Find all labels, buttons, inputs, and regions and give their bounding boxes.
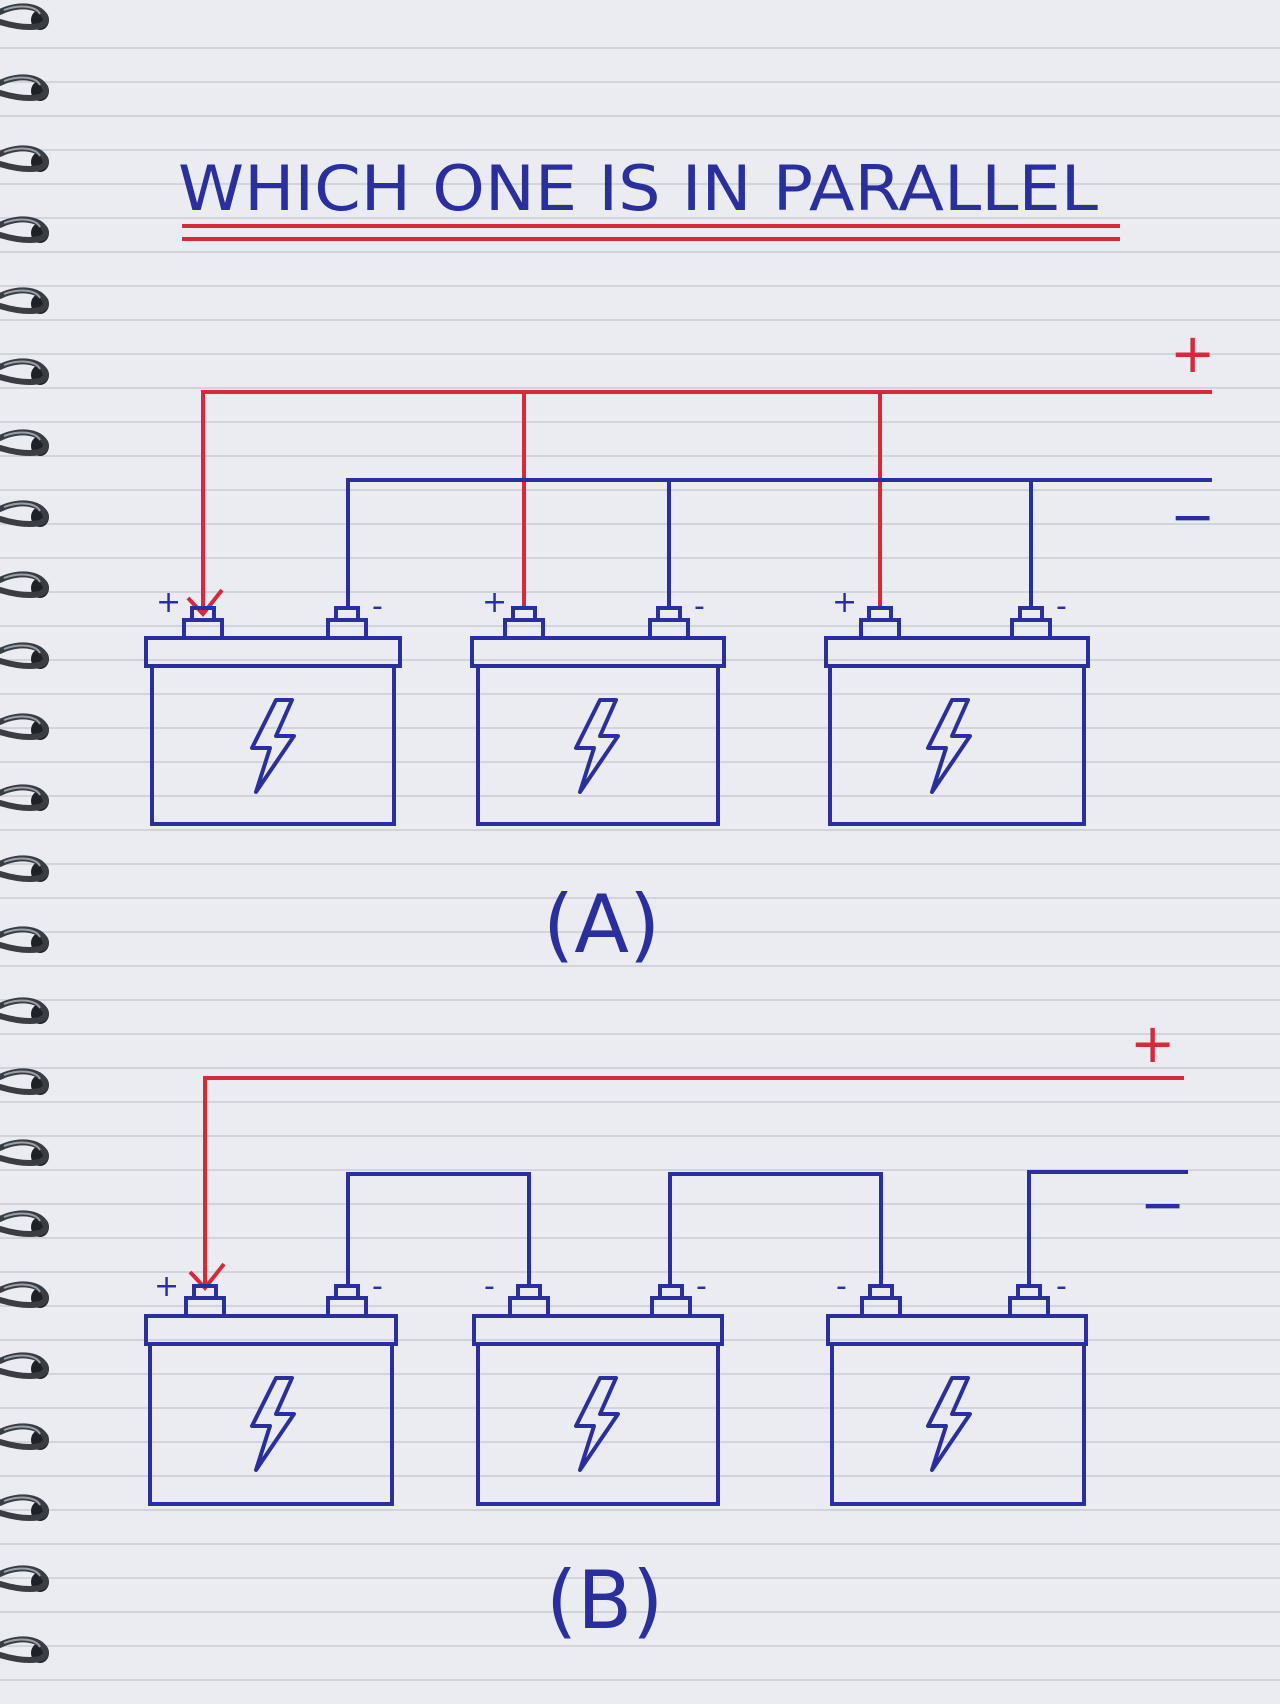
negative-rail bbox=[346, 478, 1212, 610]
terminal-left-sign: - bbox=[836, 1269, 847, 1304]
ruled-lines bbox=[0, 47, 1280, 1681]
spiral-ring-icon bbox=[0, 642, 50, 669]
spiral-ring-icon bbox=[0, 1352, 50, 1379]
battery: - - bbox=[472, 1269, 724, 1506]
terminal-left-sign: - bbox=[484, 1269, 495, 1304]
terminal-right-sign: - bbox=[372, 589, 383, 624]
spiral-ring-icon bbox=[0, 216, 50, 243]
spiral-ring-icon bbox=[0, 571, 50, 598]
terminal-left-sign: + bbox=[154, 1269, 179, 1304]
terminal-left-sign: + bbox=[832, 585, 857, 620]
arrow-head-icon bbox=[186, 588, 224, 618]
battery: - - bbox=[826, 1269, 1088, 1506]
diagram-label: (A) bbox=[543, 878, 660, 971]
rail-plus-label: + bbox=[1130, 1012, 1175, 1075]
lightning-bolt-icon bbox=[250, 1376, 296, 1472]
series-links bbox=[346, 1170, 1188, 1284]
spiral-ring-icon bbox=[0, 1423, 50, 1450]
lightning-bolt-icon bbox=[926, 698, 972, 794]
battery: + - bbox=[144, 585, 402, 826]
spiral-ring-icon bbox=[0, 713, 50, 740]
battery: + - bbox=[824, 585, 1090, 826]
spiral-ring-icon bbox=[0, 855, 50, 882]
lightning-bolt-icon bbox=[574, 1376, 620, 1472]
spiral-ring-icon bbox=[0, 1494, 50, 1521]
lightning-bolt-icon bbox=[574, 698, 620, 794]
battery: + - bbox=[144, 1269, 398, 1506]
spiral-ring-icon bbox=[0, 784, 50, 811]
spiral-ring-icon bbox=[0, 1281, 50, 1308]
terminal-left-sign: + bbox=[156, 585, 181, 620]
spiral-ring-icon bbox=[0, 1139, 50, 1166]
spiral-ring-icon bbox=[0, 500, 50, 527]
positive-rail bbox=[188, 1076, 1184, 1292]
spiral-ring-icon bbox=[0, 145, 50, 172]
spiral-ring-icon bbox=[0, 926, 50, 953]
terminal-right-sign: - bbox=[1056, 589, 1067, 624]
spiral-ring-icon bbox=[0, 3, 50, 30]
page-title: WHICH ONE IS IN PARALLEL bbox=[178, 152, 1098, 225]
rail-minus-label: − bbox=[1170, 485, 1215, 548]
positive-rail bbox=[186, 390, 1212, 618]
lightning-bolt-icon bbox=[250, 698, 296, 794]
spiral-ring-icon bbox=[0, 287, 50, 314]
spiral-ring-icon bbox=[0, 997, 50, 1024]
spiral-ring-icon bbox=[0, 429, 50, 456]
diagram-label: (B) bbox=[546, 1554, 663, 1647]
spiral-ring-icon bbox=[0, 1565, 50, 1592]
terminal-right-sign: - bbox=[696, 1269, 707, 1304]
spiral-ring-icon bbox=[0, 74, 50, 101]
spiral-ring-icon bbox=[0, 1068, 50, 1095]
spiral-ring-icon bbox=[0, 1636, 50, 1663]
terminal-left-sign: + bbox=[482, 585, 507, 620]
diagram-b: + − + - - - bbox=[144, 1012, 1188, 1647]
terminal-right-sign: - bbox=[1056, 1269, 1067, 1304]
lightning-bolt-icon bbox=[926, 1376, 972, 1472]
spiral-ring-icon bbox=[0, 1210, 50, 1237]
spiral-ring-icon bbox=[0, 358, 50, 385]
diagram-a: + − + - + - bbox=[144, 322, 1215, 971]
terminal-right-sign: - bbox=[694, 589, 705, 624]
rail-plus-label: + bbox=[1170, 322, 1215, 385]
title-underline bbox=[182, 224, 1120, 241]
battery: + - bbox=[470, 585, 726, 826]
terminal-right-sign: - bbox=[372, 1269, 383, 1304]
rail-minus-label: − bbox=[1140, 1173, 1185, 1236]
spiral-binding bbox=[0, 3, 50, 1663]
